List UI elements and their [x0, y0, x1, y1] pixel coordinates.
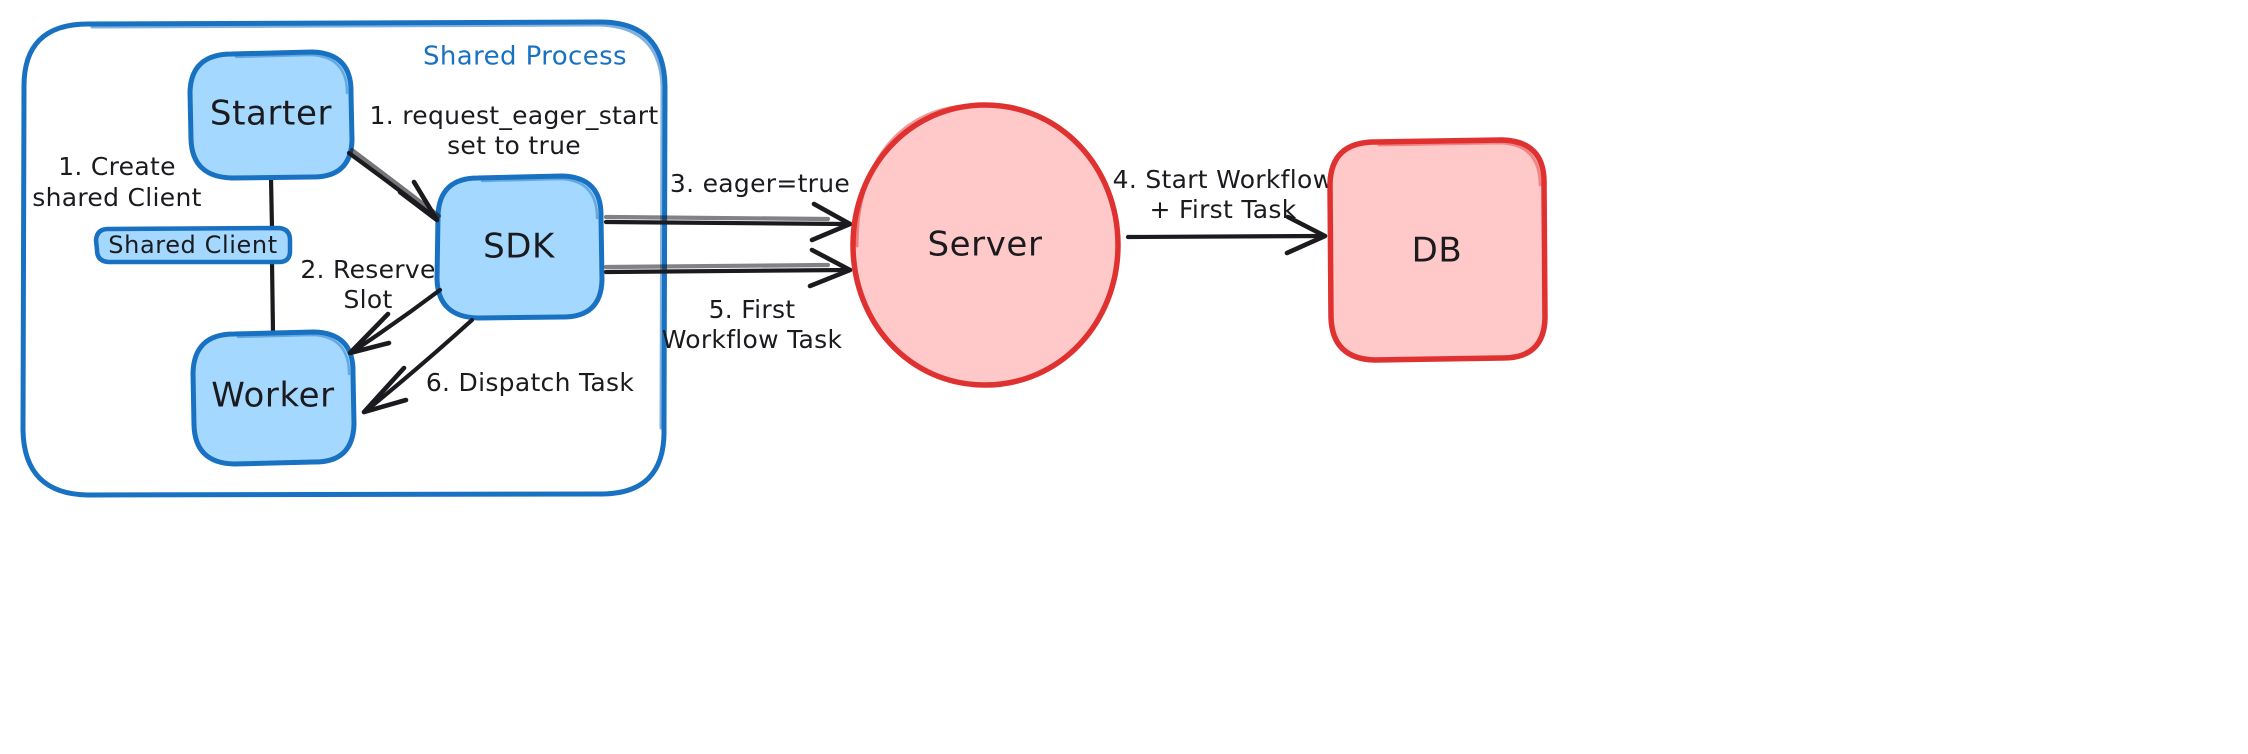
arrow-line-first-workflow-task: [603, 267, 851, 275]
node-starter[interactable]: Starter: [187, 49, 355, 181]
node-sdk-sketch: [480, 177, 599, 220]
shared-process-title: Shared Process: [423, 42, 627, 72]
node-sdk-shape: [434, 173, 605, 321]
node-sdk[interactable]: SDK: [434, 173, 605, 321]
node-db[interactable]: DB: [1327, 137, 1548, 363]
edge-label-start-workflow-line2: + First Task: [1149, 195, 1296, 224]
node-server[interactable]: Server: [850, 102, 1121, 388]
link-sharedclient-worker: [269, 259, 276, 336]
edge-label-request-eager-start-line1: 1. request_eager_start: [370, 101, 659, 130]
node-sdk-label: SDK: [483, 227, 556, 267]
arrow-line-eager-true: [603, 219, 851, 227]
arrow-line-reserve-slot: [349, 287, 443, 355]
edge-label-create-shared-client-line2: shared Client: [32, 183, 201, 212]
node-server-sketch: [855, 104, 964, 248]
shared-process-border: [20, 19, 668, 498]
arrow-line-start-workflow: [1125, 233, 1325, 240]
edge-label-first-workflow-task-line1: 5. First: [709, 295, 796, 324]
edge-start-workflow: 4. Start Workflow + First Task: [1113, 165, 1334, 256]
arrow-head-dispatch-task: [361, 365, 409, 415]
node-starter-shape: [187, 49, 355, 181]
edge-reserve-slot: 2. Reserve Slot: [300, 255, 443, 356]
node-shared-client[interactable]: Shared Client: [93, 225, 293, 265]
edge-label-reserve-slot-line1: 2. Reserve: [300, 255, 435, 284]
node-worker-label: Worker: [211, 376, 334, 416]
edge-create-shared-client: 1. Create shared Client: [32, 152, 276, 336]
arrow-head-reserve-slot: [347, 311, 392, 356]
edge-label-first-workflow-task-line2: Workflow Task: [662, 325, 843, 354]
edge-label-dispatch-task-line1: 6. Dispatch Task: [426, 368, 635, 397]
arrow-line-dispatch-task: [364, 317, 475, 413]
link-starter-sharedclient: [268, 175, 275, 231]
edge-eager-true: 3. eager=true: [603, 169, 853, 243]
arrow-head-request-eager-start: [397, 179, 440, 223]
node-shared-client-shape: [93, 225, 293, 265]
node-worker-sketch: [236, 333, 351, 376]
arrow-head-first-workflow-task: [807, 247, 853, 289]
node-starter-sketch: [234, 53, 349, 95]
arrow-line-first-workflow-task-sketch: [603, 262, 831, 270]
node-starter-label: Starter: [210, 94, 332, 134]
arrow-line-eager-true-sketch: [603, 214, 831, 222]
arrow-head-eager-true: [809, 201, 853, 243]
edge-label-start-workflow-line1: 4. Start Workflow: [1113, 165, 1334, 194]
shared-process-container[interactable]: Shared Process: [20, 19, 668, 498]
node-shared-client-label: Shared Client: [108, 231, 277, 259]
edge-label-create-shared-client-line1: 1. Create: [58, 152, 176, 181]
node-db-shape: [1327, 137, 1548, 363]
shared-process-border-sketch: [90, 23, 664, 430]
edge-first-workflow-task: 5. First Workflow Task: [603, 247, 853, 354]
edge-label-request-eager-start-line2: set to true: [447, 131, 581, 160]
edge-label-reserve-slot-line2: Slot: [343, 285, 392, 314]
arrow-head-start-workflow: [1284, 214, 1328, 256]
node-worker[interactable]: Worker: [190, 329, 357, 467]
node-db-sketch: [1377, 141, 1542, 187]
edge-dispatch-task: 6. Dispatch Task: [361, 317, 635, 415]
node-db-label: DB: [1412, 231, 1463, 271]
edge-label-eager-true-line1: 3. eager=true: [670, 169, 850, 198]
edge-request-eager-start: 1. request_eager_start set to true: [346, 101, 659, 223]
node-server-label: Server: [927, 225, 1042, 265]
